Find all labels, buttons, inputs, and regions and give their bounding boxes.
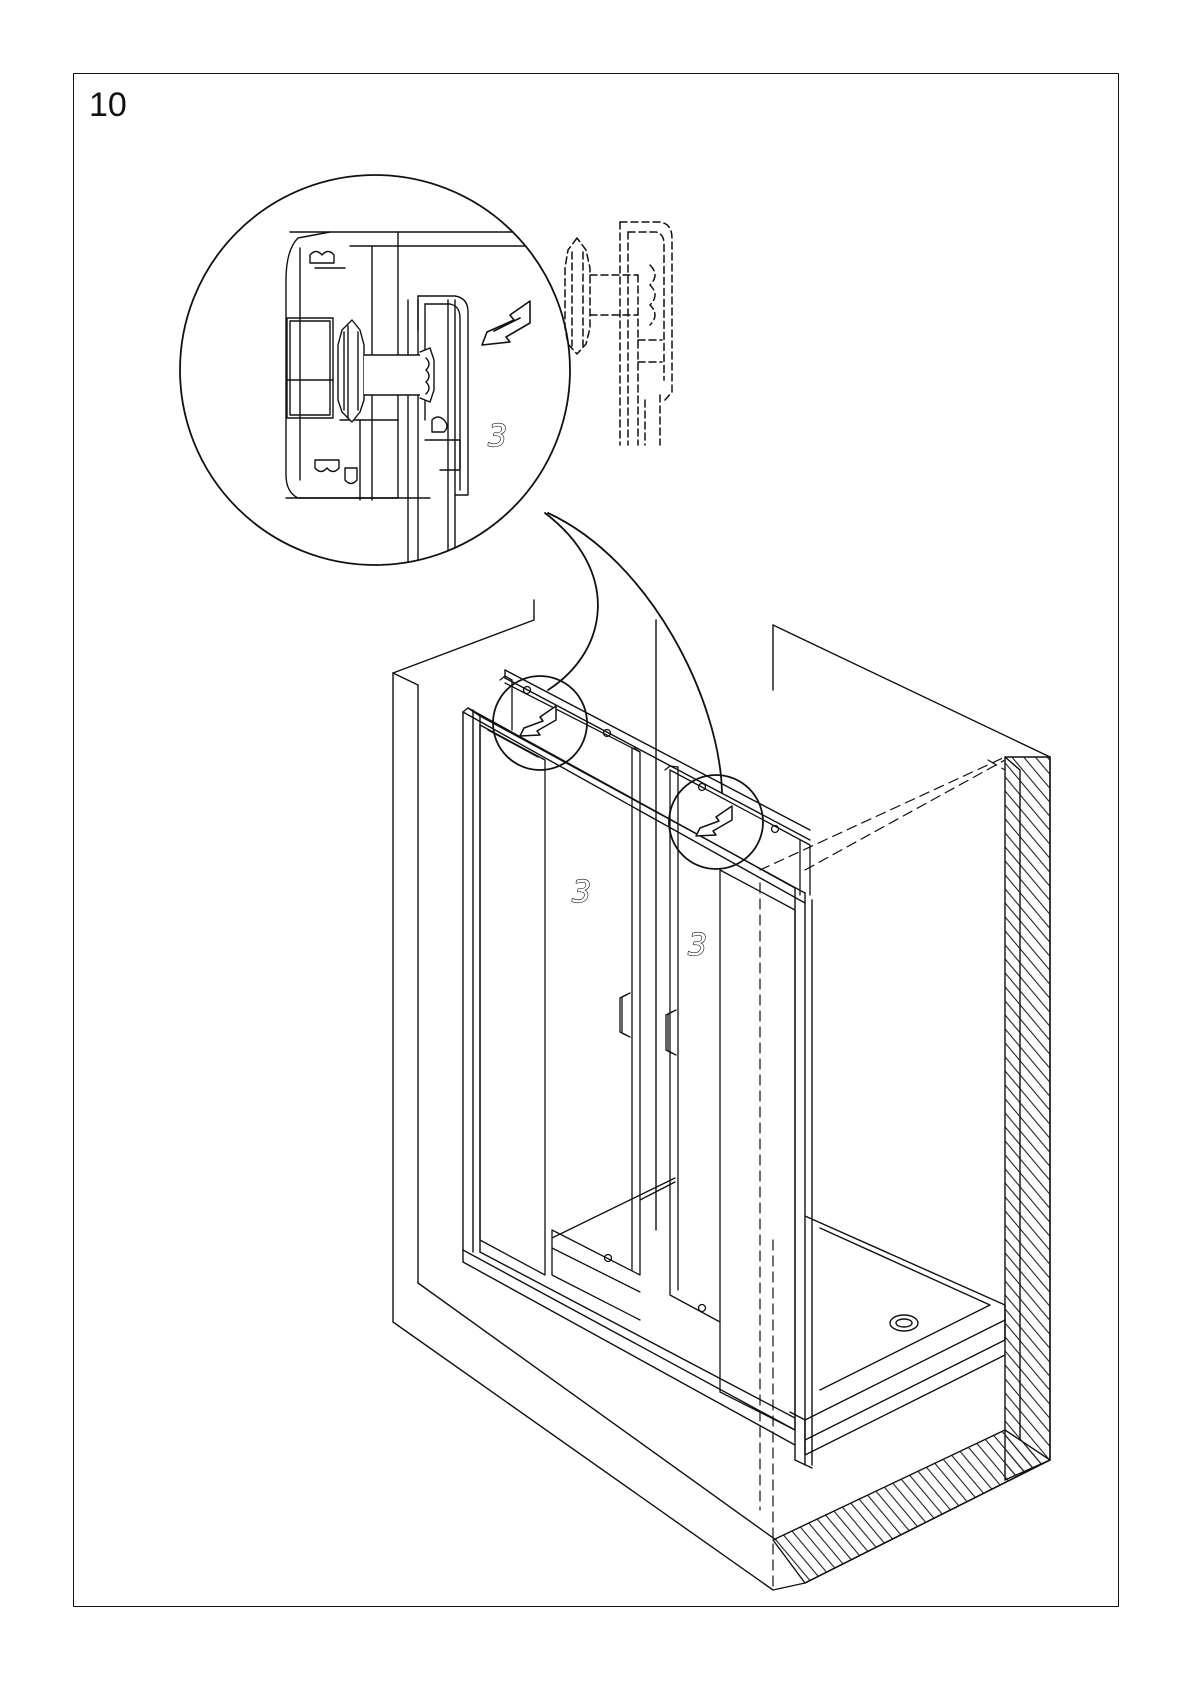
arrow-icon (696, 806, 732, 836)
part-label-detail: 3 (488, 419, 507, 454)
fixed-panel-left (480, 725, 545, 1275)
detail-view: 3 (180, 175, 570, 600)
wall-structure (393, 600, 1050, 1590)
sliding-door-right (665, 766, 810, 1322)
part-label-door-left: 3 (572, 875, 591, 910)
sliding-door-left (500, 676, 640, 1320)
fixed-panel-right (720, 870, 795, 1430)
part-label-door-right: 3 (688, 928, 707, 963)
arrow-icon (520, 706, 556, 736)
exploded-roller-dashed (565, 222, 672, 445)
leader-lines (545, 513, 722, 793)
shower-tray (790, 1216, 1005, 1455)
